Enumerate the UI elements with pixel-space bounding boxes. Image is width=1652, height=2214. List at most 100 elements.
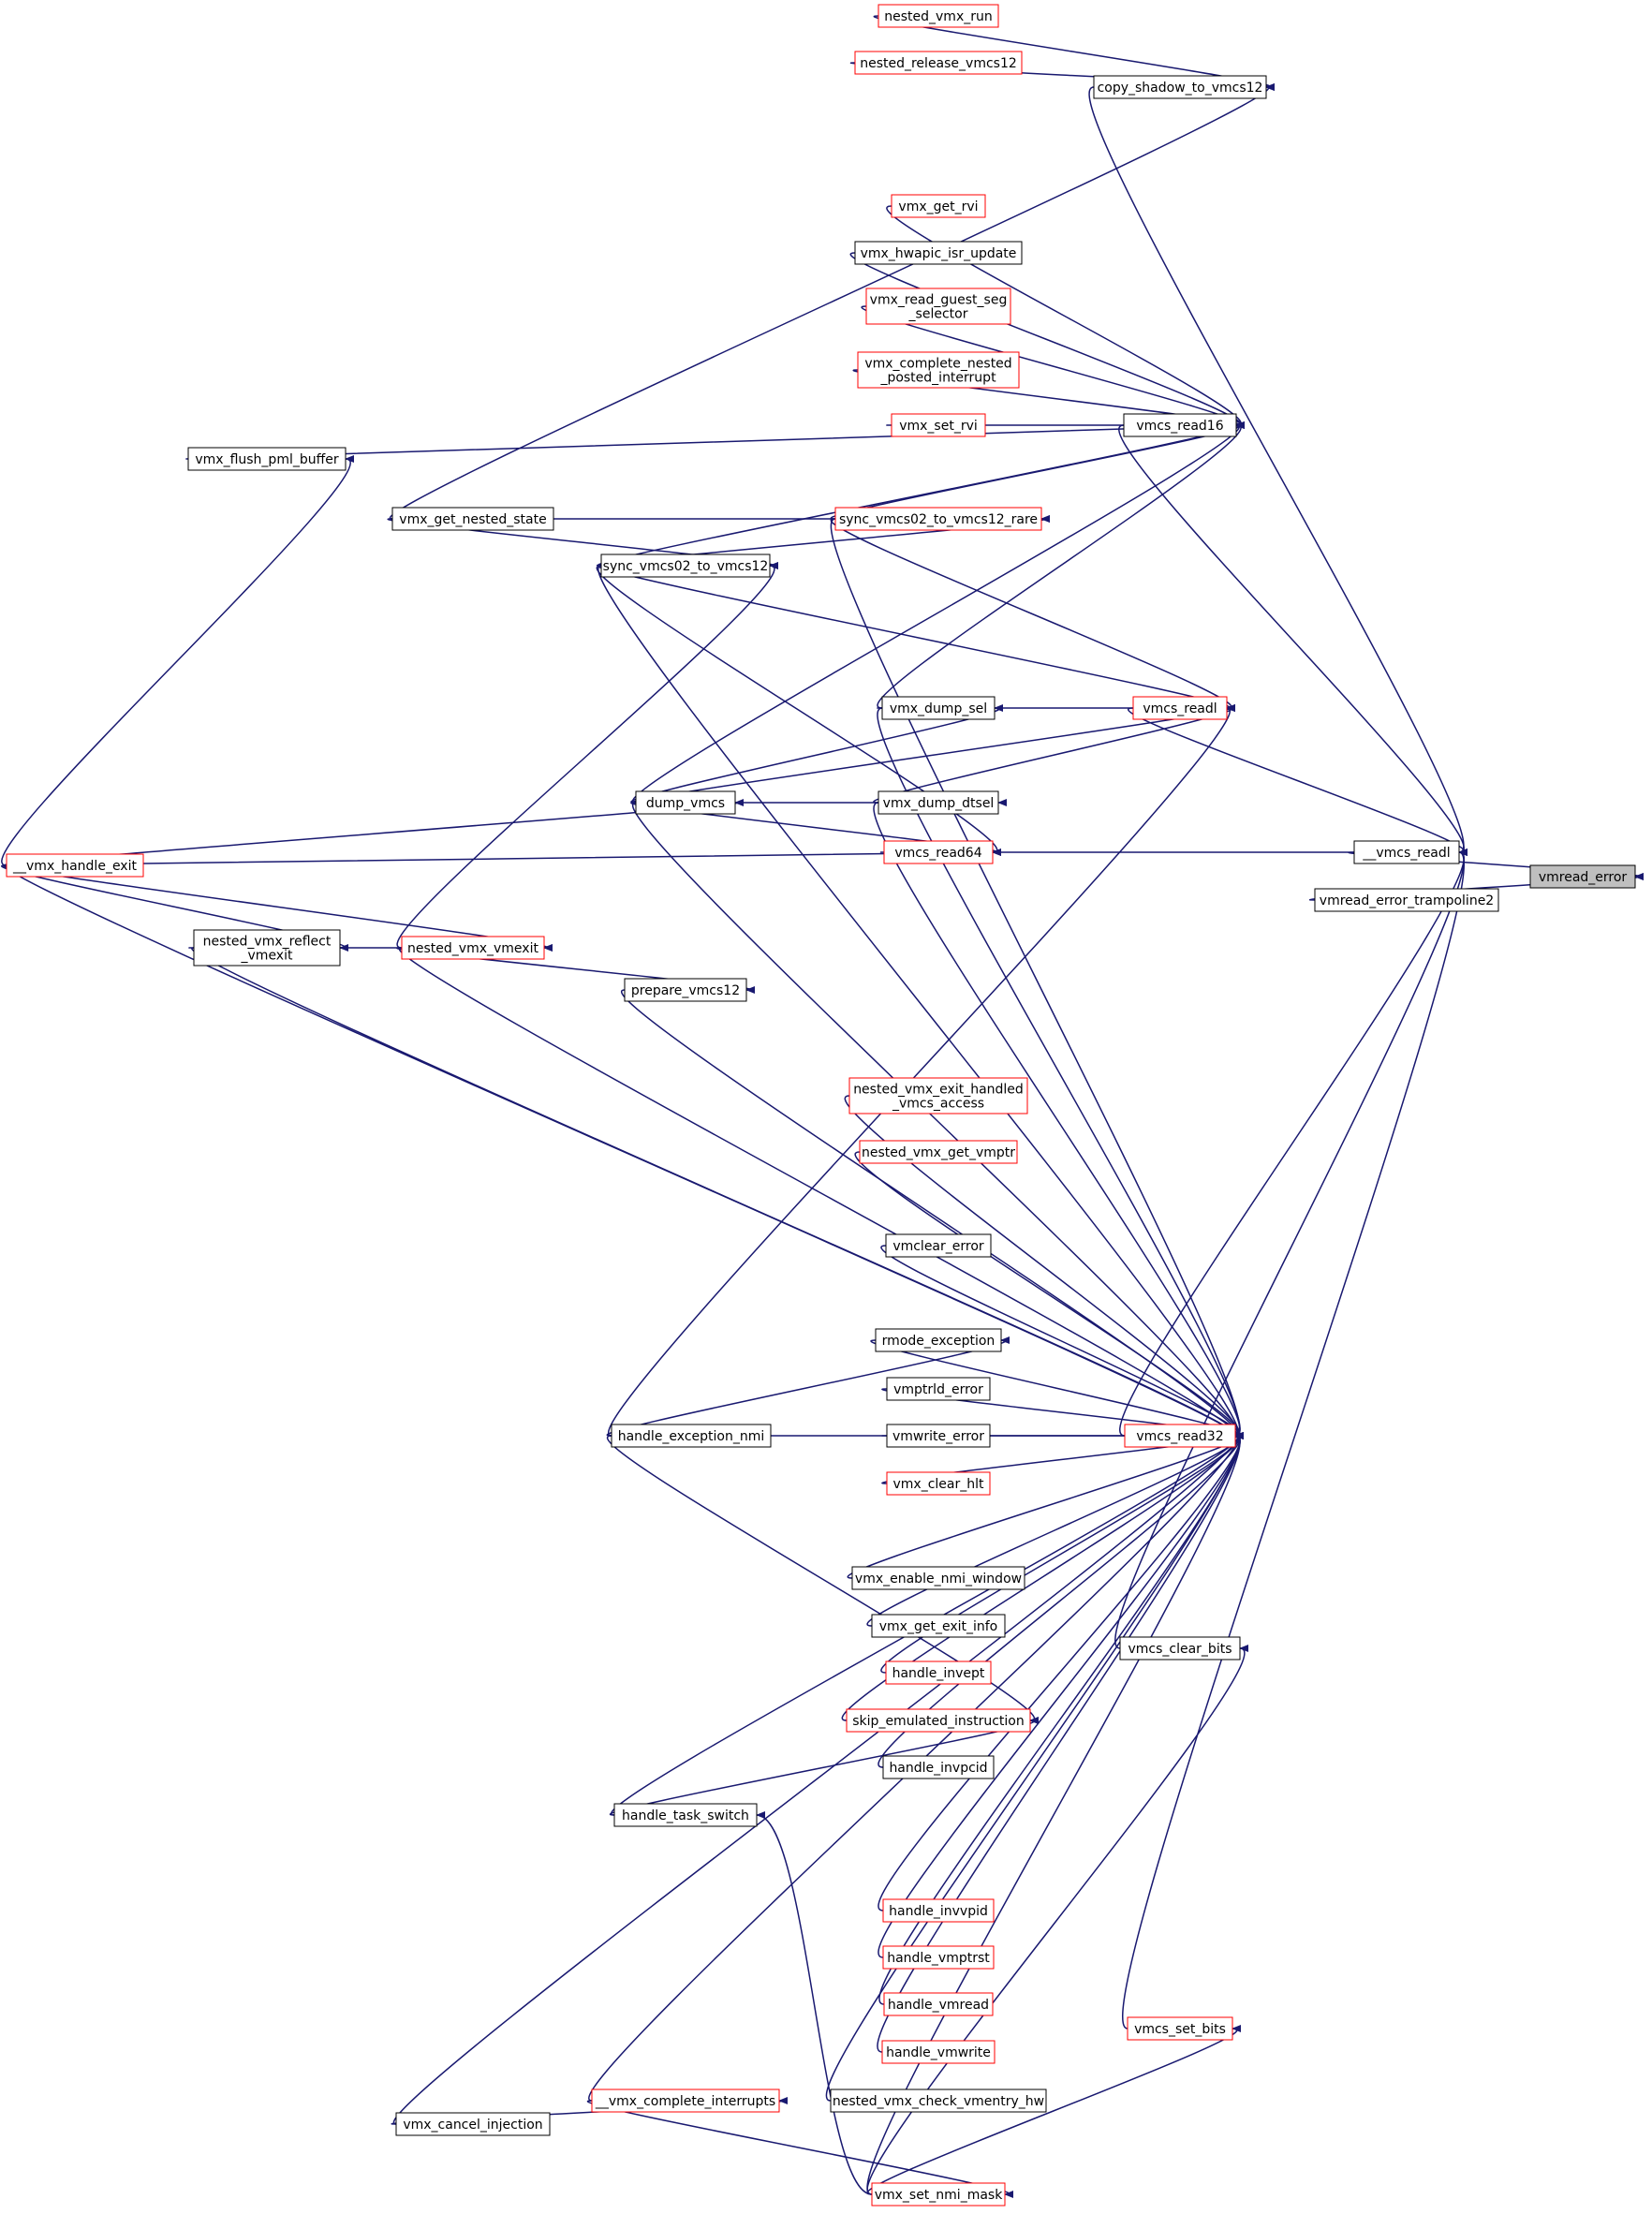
node-vmx_enable_nmi_window[interactable]: vmx_enable_nmi_window [851,1566,1025,1590]
node-label: vmx_set_rvi [899,419,978,434]
node-handle_exception_nmi[interactable]: handle_exception_nmi [611,1424,772,1448]
node-vmread_error_trampoline2[interactable]: vmread_error_trampoline2 [1314,888,1499,912]
node-nested_vmx_vmexit[interactable]: nested_vmx_vmexit [401,936,545,960]
node-box [848,1077,1028,1114]
node-dump_vmcs[interactable]: dump_vmcs [635,790,736,815]
node-handle_vmwrite[interactable]: handle_vmwrite [881,2040,996,2064]
node-prepare_vmcs12[interactable]: prepare_vmcs12 [624,978,747,1002]
edge-handle_invvpid-to-vmcs_read32 [878,1432,1245,1911]
edge-sync_vmcs02_to_vmcs12_rare-to-vmcs_readl [830,518,1236,712]
node-vmx_read_guest_seg_selector[interactable]: vmx_read_guest_seg_selector [865,288,1011,325]
node-__vmx_complete_interrupts[interactable]: __vmx_complete_interrupts [591,2089,780,2113]
node-label: vmx_get_nested_state [399,512,546,527]
edge-vmx_hwapic_isr_update-to-vmcs_read16 [849,252,1246,429]
node-handle_task_switch[interactable]: handle_task_switch [613,1803,758,1827]
node-__vmx_handle_exit[interactable]: __vmx_handle_exit [6,853,144,878]
node-vmcs_readl[interactable]: vmcs_readl [1132,696,1228,720]
node-box [882,1755,995,1779]
node-box [886,1377,991,1401]
node-label: copy_shadow_to_vmcs12 [1098,81,1263,96]
node-label: vmcs_read64 [894,846,981,861]
node-handle_vmread[interactable]: handle_vmread [883,1992,994,2016]
edge-handle_invpcid-to-vmcs_read32 [878,1432,1245,1768]
node-vmcs_read32[interactable]: vmcs_read32 [1124,1424,1236,1448]
node-label: vmx_clear_hlt [893,1477,985,1492]
edge-nested_vmx_check_vmentry_hw-to-vmcs_read32 [825,1432,1245,2102]
node-vmx_cancel_injection[interactable]: vmx_cancel_injection [395,2112,551,2136]
node-box [591,2089,780,2113]
edge-sync_vmcs02_to_vmcs12-to-vmcs_read64 [597,565,1002,856]
edge-dump_vmcs-to-vmcs_readl [631,704,1236,804]
node-vmx_clear_hlt[interactable]: vmx_clear_hlt [886,1471,991,1496]
node-vmcs_read16[interactable]: vmcs_read16 [1123,413,1237,437]
node-box [882,1898,995,1923]
node-handle_invvpid[interactable]: handle_invvpid [882,1898,995,1923]
node-handle_invept[interactable]: handle_invept [885,1660,992,1685]
node-vmx_hwapic_isr_update[interactable]: vmx_hwapic_isr_update [854,241,1023,265]
node-vmwrite_error[interactable]: vmwrite_error [886,1424,991,1448]
node-sync_vmcs02_to_vmcs12_rare[interactable]: sync_vmcs02_to_vmcs12_rare [834,507,1042,531]
node-box [846,1708,1031,1733]
node-handle_vmptrst[interactable]: handle_vmptrst [882,1945,995,1970]
node-handle_invpcid[interactable]: handle_invpcid [882,1755,995,1779]
edge-copy_shadow_to_vmcs12-to-__vmcs_readl [1088,86,1468,856]
node-box [1529,864,1636,889]
node-nested_vmx_exit_handled_vmcs_access[interactable]: nested_vmx_exit_handled_vmcs_access [848,1077,1028,1114]
node-box [891,194,986,218]
node-__vmcs_readl[interactable]: __vmcs_readl [1353,840,1460,864]
node-vmx_complete_nested_posted_interrupt[interactable]: vmx_complete_nested_posted_interrupt [857,351,1020,389]
edge-vmx_dump_dtsel-to-vmcs_read32 [873,802,1245,1439]
edge-nested_vmx_vmexit-to-sync_vmcs02_to_vmcs12 [396,562,779,949]
node-label: _vmcs_access [892,1097,984,1112]
node-vmx_set_rvi[interactable]: vmx_set_rvi [891,413,986,437]
node-nested_vmx_get_vmptr[interactable]: nested_vmx_get_vmptr [859,1140,1018,1164]
node-box [395,2112,551,2136]
edge-handle_exception_nmi-to-skip_emulated_instruction [607,1435,1040,1724]
node-label: sync_vmcs02_to_vmcs12_rare [839,512,1038,527]
node-label: nested_vmx_exit_handled [853,1083,1024,1098]
node-label: vmcs_set_bits [1134,2022,1226,2037]
node-vmptrld_error[interactable]: vmptrld_error [886,1377,991,1401]
node-vmcs_set_bits[interactable]: vmcs_set_bits [1127,2016,1233,2041]
node-label: _vmexit [241,949,293,964]
node-copy_shadow_to_vmcs12[interactable]: copy_shadow_to_vmcs12 [1093,75,1267,99]
node-label: dump_vmcs [646,796,725,811]
node-vmx_dump_dtsel[interactable]: vmx_dump_dtsel [878,790,999,815]
node-sync_vmcs02_to_vmcs12[interactable]: sync_vmcs02_to_vmcs12 [600,554,771,578]
node-vmx_flush_pml_buffer[interactable]: vmx_flush_pml_buffer [187,447,347,471]
node-nested_vmx_run[interactable]: nested_vmx_run [878,4,999,28]
node-vmcs_read64[interactable]: vmcs_read64 [883,840,994,864]
node-rmode_exception[interactable]: rmode_exception [875,1328,1002,1352]
node-vmx_get_nested_state[interactable]: vmx_get_nested_state [391,507,554,531]
node-label: vmcs_readl [1143,701,1217,716]
node-nested_release_vmcs12[interactable]: nested_release_vmcs12 [854,51,1023,75]
node-skip_emulated_instruction[interactable]: skip_emulated_instruction [846,1708,1031,1733]
node-label: vmx_get_exit_info [879,1619,998,1634]
node-label: vmx_enable_nmi_window [855,1572,1022,1587]
nodes-layer: vmread_error __vmcs_readl vmread_error_tra… [6,4,1636,2207]
node-label: __vmx_handle_exit [12,859,137,874]
node-box [624,978,747,1002]
node-box [871,1614,1006,1638]
node-label: vmread_error [1539,870,1628,885]
node-box [871,2182,1006,2207]
node-vmx_get_exit_info[interactable]: vmx_get_exit_info [871,1614,1006,1638]
node-label: handle_invvpid [889,1904,988,1919]
node-vmx_dump_sel[interactable]: vmx_dump_sel [881,696,996,720]
node-label: vmx_get_rvi [898,199,978,214]
node-label: nested_release_vmcs12 [860,56,1017,71]
node-vmread_error[interactable]: vmread_error [1529,864,1636,889]
node-nested_vmx_check_vmentry_hw[interactable]: nested_vmx_check_vmentry_hw [830,2089,1047,2113]
node-label: nested_vmx_reflect [203,935,332,950]
node-box [886,1424,991,1448]
node-vmx_get_rvi[interactable]: vmx_get_rvi [891,194,986,218]
edge-vmx_cancel_injection-to-vmcs_read32 [392,1432,1245,2125]
node-label: prepare_vmcs12 [631,983,740,998]
node-nested_vmx_reflect_vmexit[interactable]: nested_vmx_reflect_vmexit [193,929,341,967]
node-vmclear_error[interactable]: vmclear_error [885,1233,992,1258]
edge-sync_vmcs02_to_vmcs12_rare-to-vmcs_read32 [830,518,1245,1439]
node-label: __vmx_complete_interrupts [595,2094,775,2109]
node-vmcs_clear_bits[interactable]: vmcs_clear_bits [1119,1636,1241,1660]
node-box [1314,888,1499,912]
node-vmx_set_nmi_mask[interactable]: vmx_set_nmi_mask [871,2182,1006,2207]
